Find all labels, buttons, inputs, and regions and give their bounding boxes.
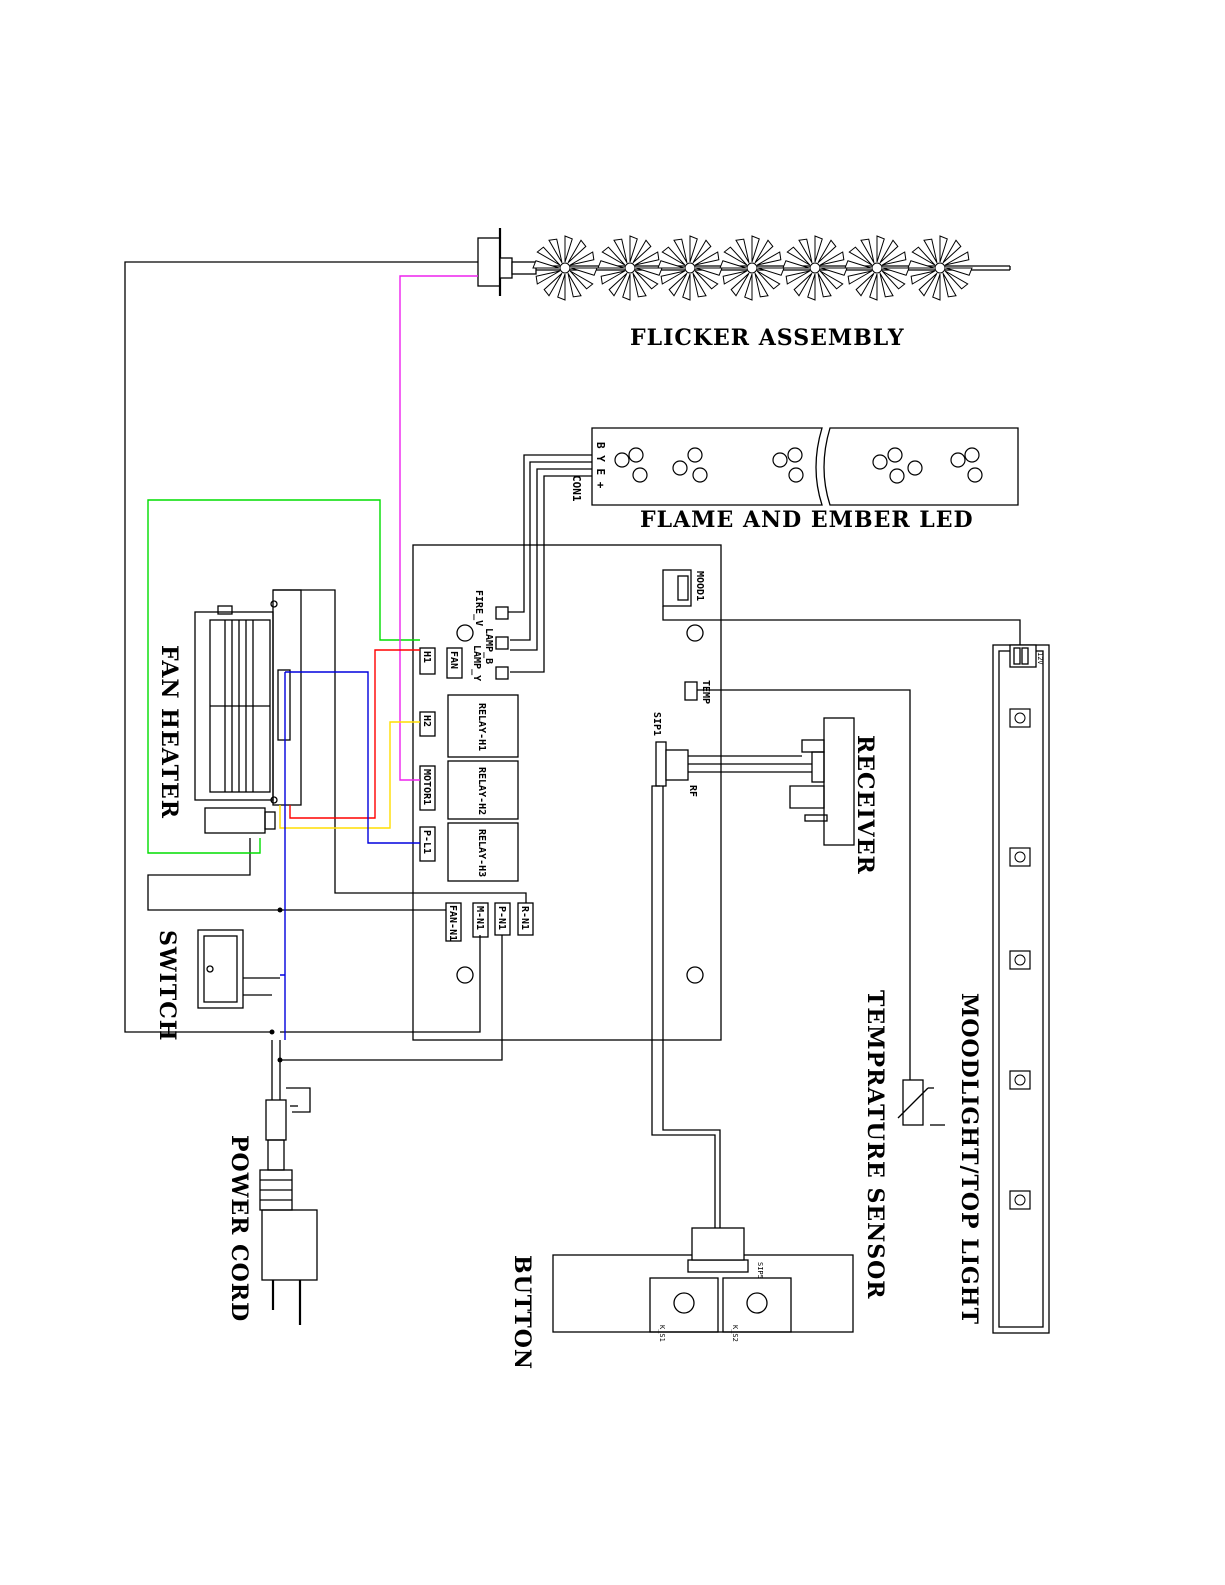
switch-label: SWITCH [154,930,180,1042]
mood-led [1010,848,1030,866]
flicker-blade [533,236,597,300]
black-wires [125,262,526,1060]
led [789,468,803,482]
flame-ember-led-board: B Y E + CON1 FLAME AND EMBER LED [500,428,1018,672]
flicker-blade [783,236,847,300]
receiver-label: RECEIVER [852,735,878,875]
con1-label: CON1 [570,475,583,502]
lamp-y-label: LAMP_Y [471,645,482,681]
m-n1-label: M-N1 [474,906,485,930]
green-wire [148,500,420,853]
sip1-label: SIP1 [651,712,662,736]
led-pin-labels: B Y E + [594,442,607,489]
temp-label: TEMP [700,680,711,704]
led [890,469,904,483]
p-n1-label: P-N1 [496,906,507,930]
mood-led [1010,951,1030,969]
led [629,448,643,462]
temp-sensor-label: TEMPRATURE SENSOR [862,990,888,1300]
flicker-blade [598,236,662,300]
mood-led [1010,1071,1030,1089]
fan-n1-label: FAN-N1 [447,905,458,941]
button-label: BUTTON [509,1255,535,1370]
flame-ember-led-label: FLAME AND EMBER LED [640,507,974,533]
motor1-terminal-label: MOTOR1 [421,769,432,805]
power-cord-label: POWER CORD [226,1135,252,1322]
k-s1-label: K_S1 [658,1325,666,1342]
flicker-blade [658,236,722,300]
magenta-wire [400,276,478,780]
fan-heater: FAN HEATER [156,590,301,833]
receiver: RECEIVER [688,718,878,875]
mood1-label: MOOD1 [694,571,705,601]
flicker-assembly: FLICKER ASSEMBLY [478,228,1010,351]
led [788,448,802,462]
led [688,448,702,462]
led [951,453,965,467]
led [615,453,629,467]
led [888,448,902,462]
mood-12v-label: 12V [1036,652,1044,665]
h2-terminal-label: H2 [421,715,432,727]
mood-led [1010,1191,1030,1209]
moodlight-label: MOODLIGHT/TOP LIGHT [956,993,982,1325]
flicker-blade [845,236,909,300]
led [965,448,979,462]
main-control-board: FIRE_V LAMP_B LAMP_Y H1 FAN H2 MOTOR1 P-… [413,545,721,1040]
led [773,453,787,467]
led [968,468,982,482]
flicker-assembly-label: FLICKER ASSEMBLY [630,325,905,351]
relay-h1-label: RELAY-H1 [476,703,487,751]
r-n1-label: R-N1 [519,906,530,930]
lamp-b-label: LAMP_B [483,628,494,664]
mood-leds [1010,709,1030,1209]
led [908,461,922,475]
junction-dots [270,908,283,1063]
led-circles [615,448,982,483]
fan-heater-label: FAN HEATER [156,645,182,819]
rf-label: RF [687,785,698,797]
led [693,468,707,482]
sip5-label: SIP5 [756,1262,764,1279]
fire-v-label: FIRE_V [473,590,484,626]
fan-terminal-label: FAN [448,651,459,669]
power-cord: POWER CORD [226,1040,317,1325]
relay-h2-label: RELAY-H2 [476,767,487,815]
flicker-blade [908,236,972,300]
led [673,461,687,475]
button-board: SIP5 K_S1 K_S2 BUTTON [509,786,853,1370]
rocker-switch: SWITCH [154,930,243,1042]
led [633,468,647,482]
k-s2-label: K_S2 [731,1325,739,1342]
mood-led [1010,709,1030,727]
led [873,455,887,469]
flicker-blades [533,236,972,300]
relay-h3-label: RELAY-H3 [476,829,487,877]
p-l1-terminal-label: P-L1 [421,830,432,854]
flicker-blade [720,236,784,300]
h1-terminal-label: H1 [421,651,432,663]
